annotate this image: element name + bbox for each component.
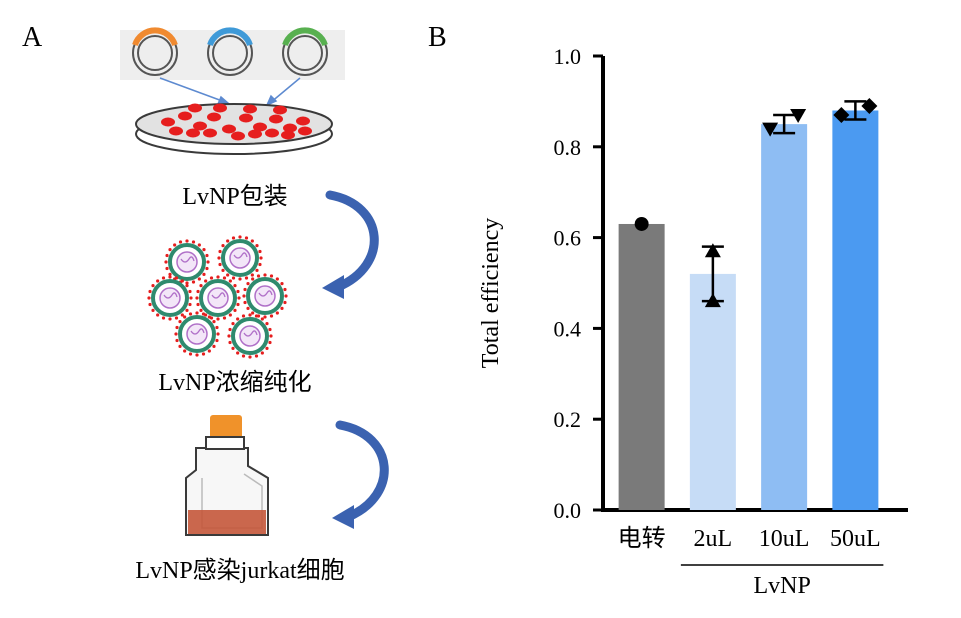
y-tick-label: 0.0: [554, 498, 582, 523]
particle-0: [164, 239, 210, 285]
step-3-caption: LvNP感染jurkat细胞: [135, 558, 345, 584]
bar-2: [761, 124, 808, 510]
plasmid-blue: [207, 27, 253, 76]
cell-8: [283, 123, 297, 133]
culture-flask: [185, 415, 269, 536]
cell-19: [273, 105, 287, 115]
cell-21: [298, 126, 312, 136]
cell-18: [243, 104, 257, 114]
data-point: [762, 122, 779, 137]
category-label: 10uL: [759, 526, 810, 552]
flask-cap: [210, 415, 242, 439]
cell-2: [193, 121, 207, 131]
bar-3: [832, 110, 879, 510]
y-tick-label: 0.6: [554, 226, 582, 251]
error-bar-2: [773, 113, 796, 135]
cell-4: [222, 124, 236, 134]
cell-14: [248, 129, 262, 139]
cell-9: [296, 116, 310, 126]
panel-a-label: A: [22, 22, 43, 53]
cell-7: [269, 114, 283, 124]
plasmid-green: [282, 27, 328, 76]
cell-3: [207, 112, 221, 122]
category-label: 电转: [618, 525, 666, 552]
data-point: [790, 109, 807, 124]
particle-1: [217, 235, 263, 281]
particle-3: [195, 275, 241, 321]
category-label: 2uL: [694, 526, 733, 552]
curved-arrow-2: [332, 420, 389, 529]
particle-4: [242, 273, 288, 319]
panel-b-label: B: [428, 22, 447, 53]
flask-medium: [188, 510, 266, 534]
cell-16: [281, 130, 295, 140]
particle-2: [147, 275, 193, 321]
data-point: [704, 293, 721, 308]
cell-20: [188, 103, 202, 113]
category-label: 50uL: [830, 526, 881, 552]
plasmid-group: [120, 27, 345, 80]
cell-11: [186, 128, 200, 138]
cell-5: [239, 113, 253, 123]
plasmid-backdrop: [120, 30, 345, 80]
group-label: LvNP: [753, 573, 810, 599]
data-point: [861, 97, 878, 114]
y-tick-label: 0.4: [554, 316, 582, 341]
y-tick-label: 0.8: [554, 135, 582, 160]
cell-17: [213, 103, 227, 113]
data-point: [833, 107, 850, 124]
y-tick-label: 1.0: [554, 44, 582, 69]
cell-10: [169, 126, 183, 136]
cell-15: [265, 128, 279, 138]
step-1-caption: LvNP包装: [182, 184, 288, 210]
plasmid-orange: [132, 27, 178, 76]
bar-1: [689, 273, 736, 510]
data-point: [704, 243, 721, 258]
y-tick-label: 0.2: [554, 407, 582, 432]
culture-dish: [135, 103, 333, 155]
transfected-cells: [161, 103, 312, 141]
bar-0: [618, 223, 665, 511]
particle-5: [174, 311, 220, 357]
cell-1: [178, 111, 192, 121]
process-arrows: [322, 190, 389, 529]
cell-13: [231, 131, 245, 141]
cell-0: [161, 117, 175, 127]
step-2-caption: LvNP浓缩纯化: [158, 370, 312, 396]
cell-6: [253, 122, 267, 132]
data-point: [634, 216, 649, 231]
particle-6: [227, 313, 273, 359]
lvnp-particles: [147, 235, 288, 359]
cell-12: [203, 128, 217, 138]
y-axis-title: Total efficiency: [478, 218, 504, 368]
error-bar-3: [844, 100, 867, 121]
curved-arrow-1: [322, 190, 379, 299]
